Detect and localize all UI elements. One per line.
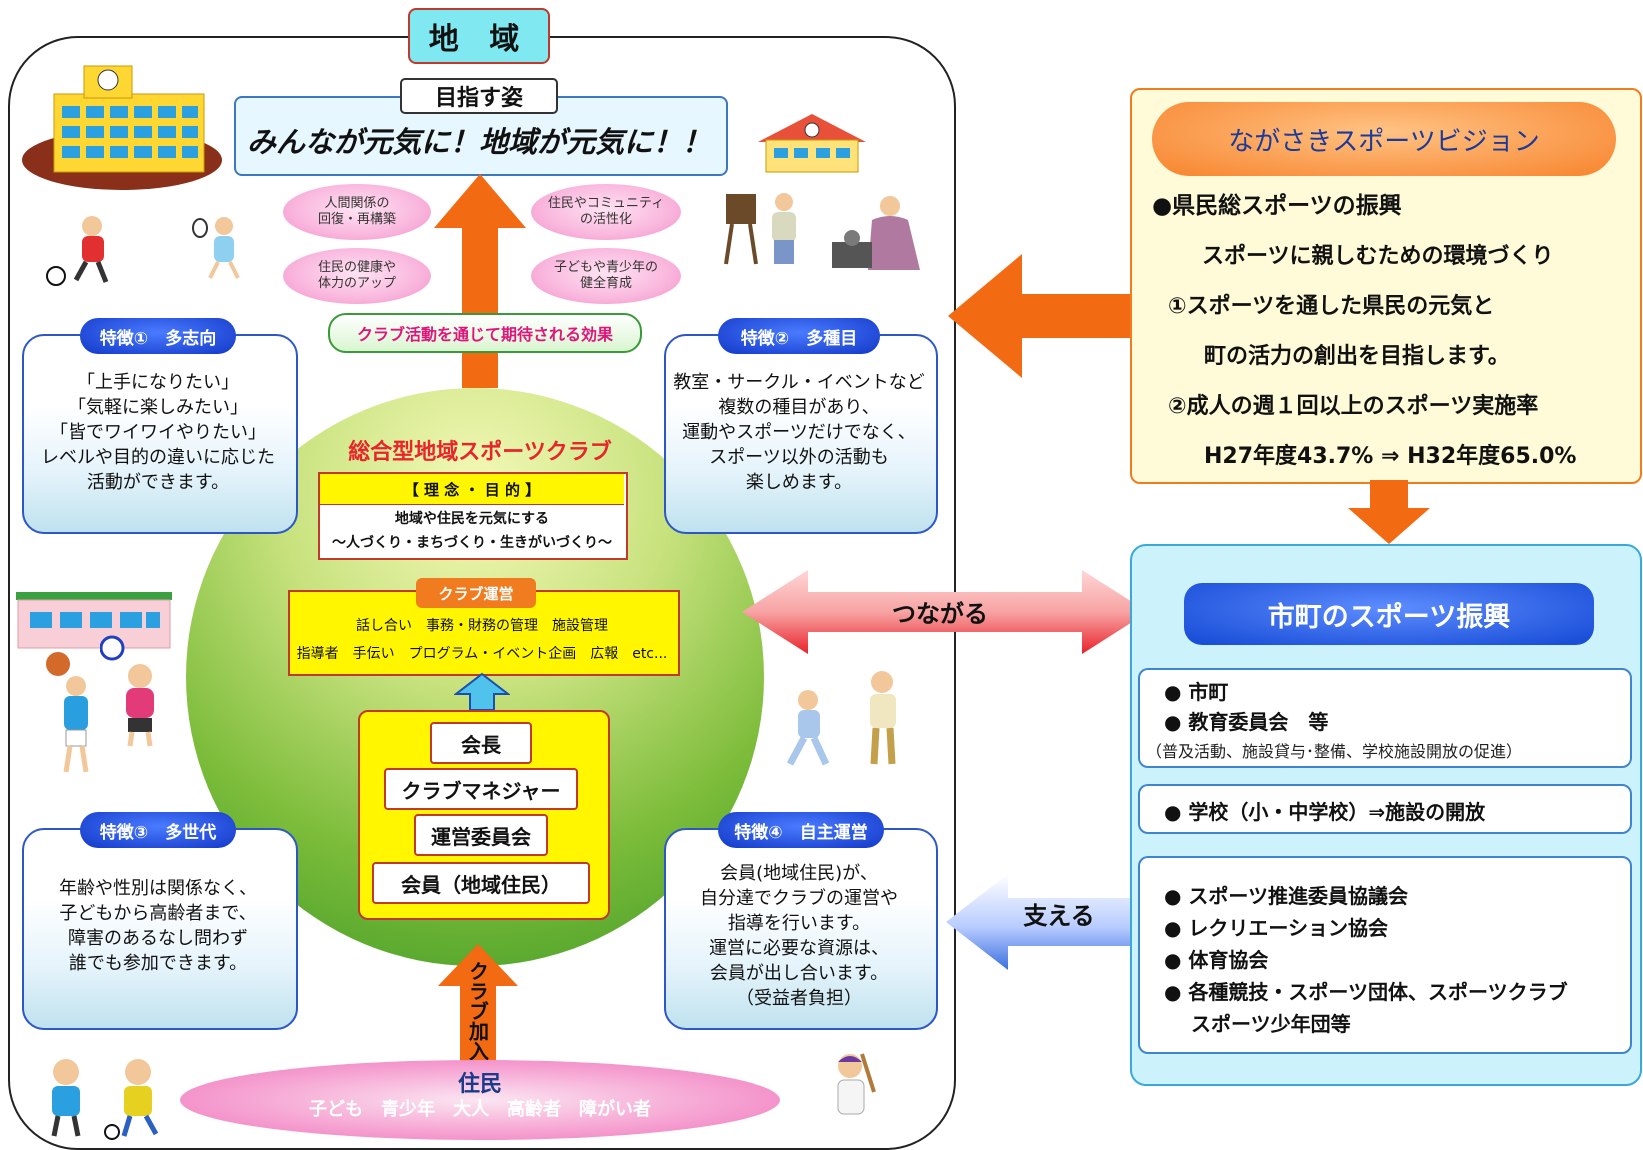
feature-1-box	[22, 334, 298, 534]
effect-relationships: 人間関係の 回復・再構築	[283, 184, 431, 240]
role-steering-committee: 運営委員会	[414, 814, 548, 856]
baseball-player-icon	[837, 1053, 876, 1115]
city-item-youth-sports-groups: スポーツ少年団等	[1164, 1012, 1351, 1036]
effect-community: 住民やコミュニティ の活性化	[531, 184, 681, 240]
role-chairman: 会長	[430, 722, 532, 764]
effect-health: 住民の健康や 体力のアップ	[283, 248, 431, 304]
vision-title: ながさきスポーツビジョン	[1152, 102, 1616, 176]
city-sports-title: 市町のスポーツ振興	[1184, 583, 1594, 645]
residents-ellipse	[180, 1060, 780, 1140]
feature-2-text: 教室・サークル・イベントなど 複数の種目があり、 運動やスポーツだけでなく、 ス…	[673, 371, 925, 493]
connect-double-arrow	[742, 570, 1148, 654]
elderly-man-icon	[870, 671, 896, 765]
residents-groups: 子ども 青少年 大人 高齢者 障がい者	[309, 1099, 651, 1120]
vision-line-2: スポーツに親しむための環境づくり	[1202, 244, 1554, 269]
city-item-schools: ● 学校（小・中学校）⇒施設の開放	[1164, 800, 1486, 824]
philosophy-line-1: 地域や住民を元気にする	[394, 511, 550, 527]
city-item-sports-groups: ● 各種競技・スポーツ団体、スポーツクラブ	[1164, 980, 1568, 1004]
feature-2-tag: 特徴② 多種目	[718, 318, 880, 354]
city-card-schools	[1138, 784, 1632, 834]
support-left-arrow	[946, 874, 1130, 970]
feature-4-tag: 特徴④ 自主運営	[718, 812, 884, 848]
gymnasium-icon	[16, 592, 172, 649]
school-building-icon	[22, 65, 222, 190]
volleyball-girl-icon	[100, 635, 154, 747]
region-title: 地 域	[408, 8, 550, 64]
club-operations-label: クラブ運営	[416, 578, 536, 608]
vision-line-3: ①スポーツを通した県民の元気と	[1168, 294, 1495, 319]
feature-4-text: 会員(地域住民)が、 自分達でクラブの運営や 指導を行います。 運営に必要な資源…	[700, 863, 898, 1009]
join-up-arrow	[438, 944, 518, 1062]
vision-line-1: ●県民総スポーツの振興	[1152, 193, 1402, 219]
join-label: クラブ加入	[465, 961, 490, 1061]
support-label: 支える	[1023, 901, 1095, 930]
feature-4-box	[664, 828, 938, 1030]
role-members: 会員（地域住民）	[372, 862, 590, 904]
effects-banner: クラブ活動を通じて期待される効果	[328, 313, 642, 353]
basketball-player-icon	[46, 652, 89, 773]
philosophy-line-2: ～人づくり・まちづくり・生きがいづくり～	[332, 535, 612, 551]
goal-label: 目指す姿	[400, 78, 558, 114]
city-item-sports-association: ● 体育協会	[1164, 948, 1269, 972]
residents-title: 住民	[457, 1072, 502, 1097]
city-item-municipality: ● 市町	[1164, 680, 1229, 704]
club-operations-line-2: 指導者 手伝い プログラム・イベント企画 広報 etc...	[296, 646, 668, 662]
soccer-kids-icon	[51, 1059, 159, 1140]
painter-elder-icon	[724, 193, 796, 265]
up-arrow-to-goal	[434, 174, 526, 388]
feature-3-box	[22, 828, 298, 1030]
tennis-girl-icon	[192, 217, 240, 279]
vision-line-4: 町の活力の創出を目指します。	[1204, 344, 1510, 369]
feature-3-text: 年齢や性別は関係なく、 子どもから高齢者まで、 障害のあるなし問わず 誰でも参加…	[59, 878, 257, 974]
connect-label: つながる	[892, 599, 988, 628]
vision-left-arrow	[948, 254, 1130, 378]
vision-down-arrow	[1348, 480, 1430, 544]
feature-1-text: 「上手になりたい」 「気軽に楽しみたい」 「皆でワイワイやりたい」 レベルや目的…	[41, 371, 275, 493]
effect-youth: 子どもや青少年の 健全育成	[531, 248, 681, 304]
members-up-arrow	[454, 672, 510, 711]
kindergarten-icon	[758, 114, 866, 173]
city-item-note: （普及活動、施設貸与･整備、学校施設開放の促進）	[1146, 742, 1523, 761]
city-card-organizations	[1138, 856, 1632, 1054]
city-item-promotion-council: ● スポーツ推進委員協議会	[1164, 884, 1409, 908]
goal-text: みんなが元気に！地域が元気に！！	[246, 125, 711, 159]
club-operations-line-1: 話し合い 事務・財務の管理 施設管理	[356, 618, 608, 634]
city-item-board-of-education: ● 教育委員会 等	[1164, 710, 1329, 734]
feature-1-tag: 特徴① 多志向	[80, 318, 236, 354]
jogging-man-icon	[786, 690, 830, 766]
club-name: 総合型地域スポーツクラブ	[348, 440, 612, 465]
feature-3-tag: 特徴③ 多世代	[80, 812, 236, 848]
soccer-boy-icon	[46, 216, 109, 286]
role-club-manager: クラブマネジャー	[384, 768, 578, 810]
vision-line-6: H27年度43.7% ⇒ H32年度65.0%	[1204, 444, 1577, 469]
philosophy-heading: 【 理 念 ・ 目 的 】	[320, 474, 624, 505]
city-item-recreation-association: ● レクリエーション協会	[1164, 916, 1389, 940]
vision-line-5: ②成人の週１回以上のスポーツ実施率	[1168, 394, 1539, 419]
tea-ceremony-icon	[832, 196, 920, 270]
city-card-municipality	[1138, 668, 1632, 768]
